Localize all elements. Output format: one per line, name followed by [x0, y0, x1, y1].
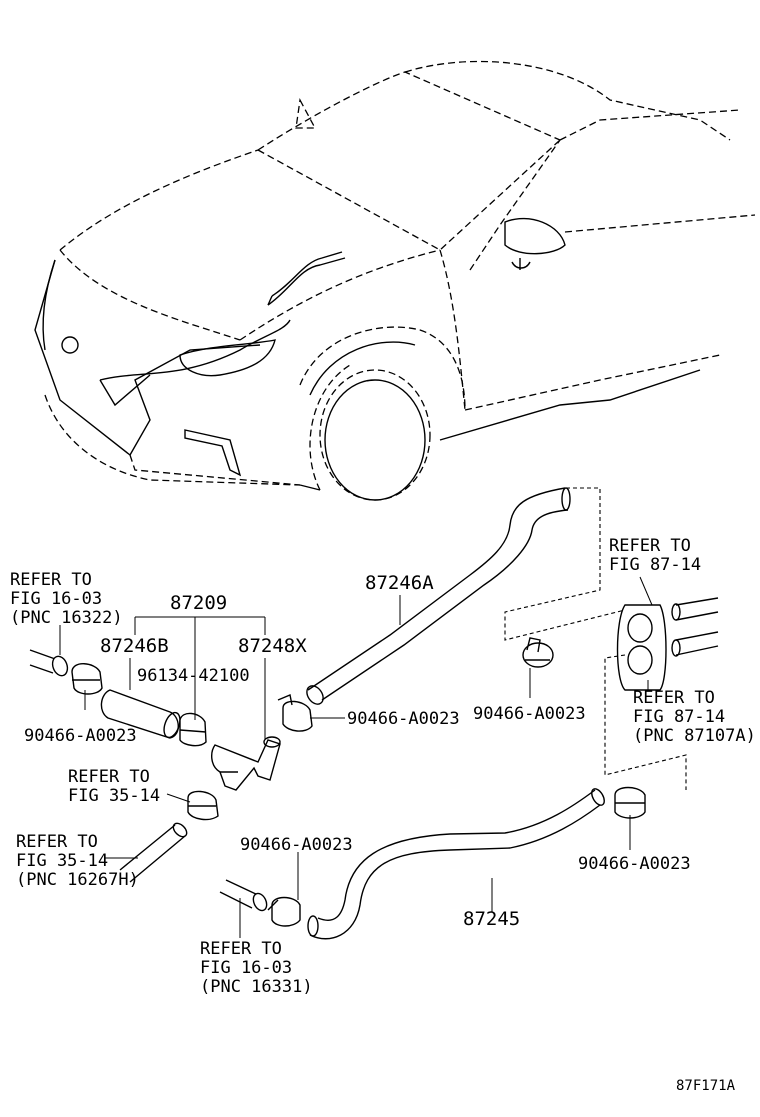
label-87246a: 87246A [365, 572, 434, 594]
figure-code: 87F171A [676, 1078, 736, 1094]
refer-16331-line1: REFER TO [200, 939, 282, 959]
clamp-center [277, 694, 313, 732]
firewall-grommet [616, 597, 719, 691]
clamp-lower [267, 896, 301, 927]
clip-96134-42100 [179, 712, 207, 747]
car-illustration [34, 60, 756, 501]
refer-16322-line1: REFER TO [10, 570, 92, 590]
labels: REFER TO FIG 16-03 (PNC 16322) 87209 872… [10, 536, 756, 1094]
refer-87107a-line2: FIG 87-14 [633, 707, 725, 727]
pipe-16331 [219, 879, 268, 912]
refer-8714-top-line2: FIG 87-14 [609, 555, 701, 575]
hose-87245 [307, 788, 605, 940]
hose-16267h [119, 822, 188, 883]
label-87248x: 87248X [238, 635, 307, 657]
refer-8714-top-line1: REFER TO [609, 536, 691, 556]
leader-lines [59, 576, 653, 938]
refer-16322-line3: (PNC 16322) [10, 608, 123, 628]
refer-16267h-line1: REFER TO [16, 832, 98, 852]
label-87245: 87245 [463, 908, 520, 930]
refer-16322-line2: FIG 16-03 [10, 589, 102, 609]
pipe-16322 [29, 649, 69, 677]
clamp-bottom-right [614, 786, 646, 819]
refer-16331-line2: FIG 16-03 [200, 958, 292, 978]
label-clamp-left: 90466-A0023 [24, 726, 137, 746]
label-clamp-right-top: 90466-A0023 [473, 704, 586, 724]
label-87246b: 87246B [100, 635, 169, 657]
refer-16267h-line2: FIG 35-14 [16, 851, 108, 871]
hose-87246b [100, 689, 181, 739]
refer-3514-line2: FIG 35-14 [68, 786, 160, 806]
refer-3514-line1: REFER TO [68, 767, 150, 787]
clamp-left [71, 663, 103, 695]
label-87209: 87209 [170, 592, 227, 614]
refer-87107a-line1: REFER TO [633, 688, 715, 708]
label-96134-42100: 96134-42100 [137, 666, 250, 686]
label-clamp-mid: 90466-A0023 [347, 709, 460, 729]
refer-16267h-line3: (PNC 16267H) [16, 870, 139, 890]
hose-87246a [306, 487, 571, 705]
clamp-upper-right [522, 637, 554, 668]
label-clamp-right-bottom: 90466-A0023 [578, 854, 691, 874]
label-clamp-lower: 90466-A0023 [240, 835, 353, 855]
refer-87107a-line3: (PNC 87107A) [633, 726, 756, 746]
clamp-fig3514 [187, 790, 219, 821]
refer-16331-line3: (PNC 16331) [200, 977, 313, 997]
joint-87248x [211, 736, 281, 791]
